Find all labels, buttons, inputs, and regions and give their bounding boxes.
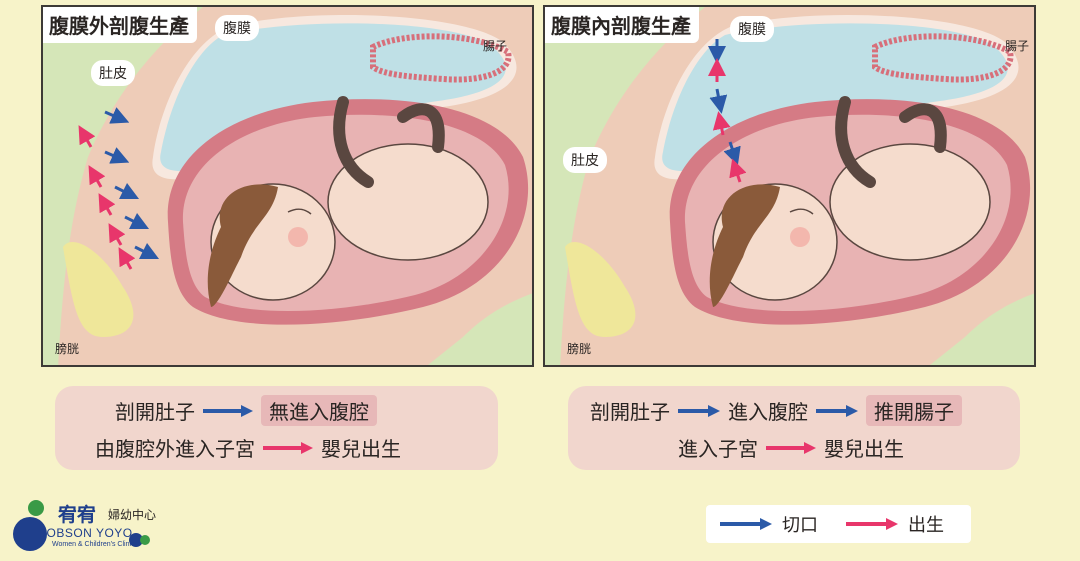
caption-line-2: 由腹腔外進入子宮 嬰兒出生 <box>95 433 401 462</box>
bladder-shape <box>565 241 636 337</box>
logo-tagline-en: Women & Children's Clinic <box>52 541 135 548</box>
clinic-logo: 宥宥 婦幼中心 BOBSON YOYO Women & Children's C… <box>12 500 202 552</box>
caption-line-1: 剖開肚子 進入腹腔 推開腸子 <box>590 395 962 426</box>
extraperitoneal-diagram: 腹膜外剖腹生產 腹膜 肚皮 腸子 膀胱 <box>41 5 534 367</box>
step-cut-abdomen: 剖開肚子 <box>590 400 670 424</box>
intraperitoneal-illustration <box>545 7 1034 365</box>
birth-arrow-icon <box>263 441 313 454</box>
birth-arrows <box>708 58 747 183</box>
label-belly-skin: 肚皮 <box>91 60 135 86</box>
incision-arrows <box>708 39 741 166</box>
step-push-intestine: 推開腸子 <box>866 395 962 426</box>
caption-line-1: 剖開肚子 無進入腹腔 <box>115 395 377 426</box>
intraperitoneal-diagram: 腹膜內剖腹生產 腹膜 肚皮 腸子 膀胱 <box>543 5 1036 367</box>
incision-arrow-icon <box>203 404 253 417</box>
incision-arrow-icon <box>678 404 720 417</box>
incision-arrows <box>104 107 160 260</box>
legend-birth-label: 出生 <box>908 515 944 536</box>
intraperitoneal-caption: 剖開肚子 進入腹腔 推開腸子 進入子宮 嬰兒出生 <box>568 386 1020 470</box>
label-intestine: 腸子 <box>483 39 508 53</box>
step-no-peritoneal-entry: 無進入腹腔 <box>261 395 377 426</box>
logo-circles-icon <box>13 500 150 551</box>
baby-figure <box>207 96 489 307</box>
intestine-shape <box>370 33 512 83</box>
step-cut-abdomen: 剖開肚子 <box>115 400 195 424</box>
label-intestine: 腸子 <box>1005 39 1030 53</box>
baby-figure <box>709 96 991 307</box>
label-bladder: 膀胱 <box>55 342 80 356</box>
logo-subtitle-cn: 婦幼中心 <box>108 508 157 522</box>
label-peritoneum: 腹膜 <box>215 15 259 41</box>
bladder-shape <box>63 241 134 337</box>
label-bladder: 膀胱 <box>567 342 592 356</box>
legend-incision-arrow-icon <box>720 518 772 530</box>
extraperitoneal-caption: 剖開肚子 無進入腹腔 由腹腔外進入子宮 嬰兒出生 <box>55 386 498 470</box>
step-baby-born: 嬰兒出生 <box>321 437 401 461</box>
extraperitoneal-illustration <box>43 7 532 365</box>
logo-name-en: BOBSON YOYO <box>38 526 133 540</box>
label-peritoneum: 腹膜 <box>730 16 774 42</box>
step-enter-uterus: 進入子宮 <box>678 437 758 461</box>
step-enter-peritoneum: 進入腹腔 <box>728 400 808 424</box>
legend-incision-label: 切口 <box>782 515 818 536</box>
caption-line-2: 進入子宮 嬰兒出生 <box>678 433 904 462</box>
left-panel-title: 腹膜外剖腹生產 <box>43 7 197 43</box>
step-baby-born: 嬰兒出生 <box>824 437 904 461</box>
right-panel-title: 腹膜內剖腹生產 <box>545 7 699 43</box>
birth-arrow-icon <box>766 441 816 454</box>
legend: 切口 出生 <box>706 505 971 543</box>
birth-arrows <box>78 125 136 270</box>
intestine-shape <box>872 33 1014 83</box>
label-belly-skin: 肚皮 <box>563 147 607 173</box>
incision-arrow-icon <box>816 404 858 417</box>
step-enter-uterus-outside: 由腹腔外進入子宮 <box>95 437 255 461</box>
legend-birth-arrow-icon <box>846 518 898 530</box>
logo-name-cn: 宥宥 <box>58 504 97 526</box>
